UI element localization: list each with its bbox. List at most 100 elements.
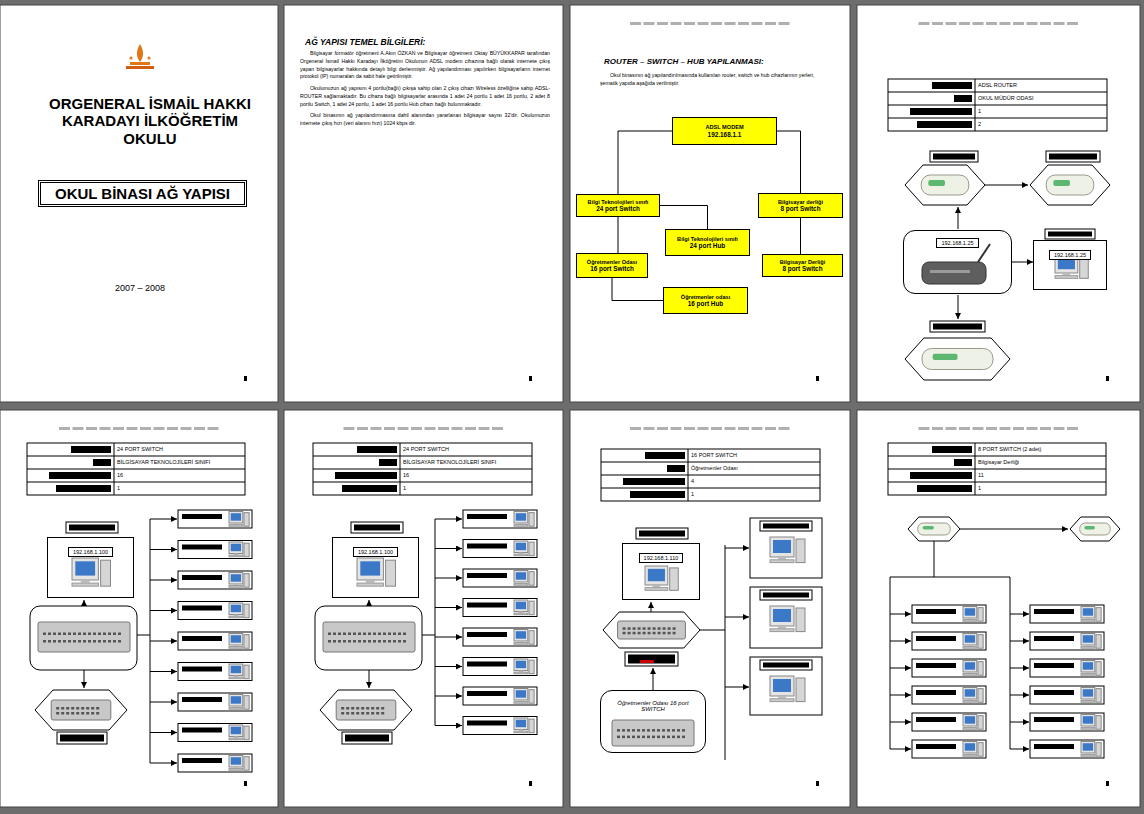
label-text: 4 xyxy=(691,478,817,485)
computer-icon xyxy=(514,630,534,645)
header-rule xyxy=(1000,22,1011,25)
device-box: Bilgisayar Derliği8 port Switch xyxy=(762,254,843,277)
redaction-bar xyxy=(467,514,507,519)
port xyxy=(88,640,91,643)
pc-box-outline xyxy=(178,541,252,559)
port xyxy=(673,627,676,630)
wire xyxy=(1010,614,1029,615)
wire xyxy=(150,641,177,642)
monitor xyxy=(514,512,528,524)
header-rule xyxy=(1013,22,1024,25)
monitor xyxy=(514,659,528,671)
port xyxy=(368,633,371,636)
port xyxy=(76,712,79,715)
header-rule xyxy=(59,427,70,430)
monitor xyxy=(229,512,243,524)
keyboard xyxy=(1081,674,1095,676)
pc-box xyxy=(912,632,986,650)
page-number-mark xyxy=(244,781,247,786)
node-text: Bilgi Teknolojileri sınıfı xyxy=(588,199,649,205)
port xyxy=(628,632,631,635)
pc-box xyxy=(178,602,252,620)
port xyxy=(682,736,685,739)
connector xyxy=(618,217,619,253)
port xyxy=(647,736,650,739)
page xyxy=(0,410,278,807)
port xyxy=(663,632,666,635)
modem-device xyxy=(1046,175,1094,195)
pc-box xyxy=(178,754,252,772)
pc-box xyxy=(178,724,252,742)
port xyxy=(63,640,66,643)
tower xyxy=(529,719,534,733)
port xyxy=(343,633,346,636)
port xyxy=(657,736,660,739)
monitor xyxy=(963,634,977,646)
label-text: Bilgisayar Derliği xyxy=(978,459,1103,466)
label-text: 1 xyxy=(691,491,817,498)
redaction-bar xyxy=(639,531,685,537)
header-rule xyxy=(127,427,138,430)
port xyxy=(108,633,111,636)
device-box: Öğretmenler Odası16 port Switch xyxy=(576,253,648,278)
table-rule xyxy=(114,443,115,495)
node-text: Öğretmenler Odası 16 port SWITCH xyxy=(601,699,705,713)
label-text: ADSL ROUTER xyxy=(978,82,1104,89)
port xyxy=(91,707,94,710)
modem-device xyxy=(922,349,993,370)
header-rule xyxy=(452,427,463,430)
tower xyxy=(978,608,983,622)
header-rule xyxy=(479,427,490,430)
wire xyxy=(435,519,462,520)
port xyxy=(56,712,59,715)
computer-icon xyxy=(229,725,249,740)
node-text: Bilgisayar Derliği xyxy=(780,259,826,265)
monitor xyxy=(514,600,528,612)
logo-base xyxy=(126,66,154,69)
modem-body xyxy=(1080,523,1111,535)
device-box: Öğretmenler odası16 port Hub xyxy=(663,287,748,314)
keyboard xyxy=(229,708,243,710)
stand xyxy=(366,580,375,583)
header-rule xyxy=(357,427,368,430)
header-rule xyxy=(194,427,205,430)
wire xyxy=(725,687,749,688)
node-text: Bilgisayar derliği xyxy=(778,199,823,205)
header-rule xyxy=(644,22,655,25)
pc-box-outline xyxy=(463,687,537,705)
pc-box xyxy=(912,686,986,704)
redaction-bar xyxy=(56,485,111,492)
redacted-label xyxy=(66,522,118,533)
port xyxy=(78,633,81,636)
screen xyxy=(1083,743,1093,750)
label-text: 2007 – 2008 xyxy=(90,283,190,294)
port xyxy=(677,729,680,732)
pc-box-outline xyxy=(463,658,537,676)
header-rule xyxy=(73,427,84,430)
pc-box xyxy=(463,687,537,705)
port xyxy=(627,729,630,732)
port xyxy=(668,627,671,630)
pc-box-outline xyxy=(178,754,252,772)
table-rule xyxy=(27,469,245,470)
computer-icon xyxy=(229,634,249,649)
stand xyxy=(81,580,90,583)
redaction-bar xyxy=(354,525,400,531)
port xyxy=(56,707,59,710)
modem-stripe xyxy=(923,526,934,530)
screen xyxy=(1083,689,1093,696)
tower xyxy=(796,608,805,632)
keyboard xyxy=(1081,701,1095,703)
redaction-bar xyxy=(1034,744,1074,749)
redaction-bar xyxy=(467,662,507,667)
redacted-label xyxy=(342,732,392,744)
info-table xyxy=(888,443,1106,495)
label-box xyxy=(625,652,678,666)
device-hexagon xyxy=(320,690,412,730)
port xyxy=(398,633,401,636)
redacted-label xyxy=(1046,151,1100,162)
port xyxy=(658,627,661,630)
port xyxy=(643,632,646,635)
label-text: 24 PORT SWITCH xyxy=(403,446,529,453)
port xyxy=(378,633,381,636)
